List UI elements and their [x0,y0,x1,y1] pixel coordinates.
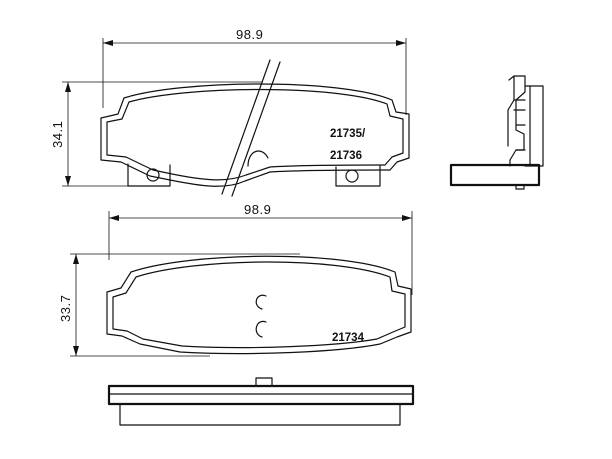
part-number-21736: 21736 [330,150,362,162]
top-pad-part-number: 21735/ 21736 [330,128,366,162]
bottom-pad-part-number: 21734 [332,332,365,344]
part-number-21735: 21735/ [330,128,366,140]
bottom-pad-height-dimension: 33.7 [58,253,300,357]
bottom-pad-height-label: 33.7 [58,295,73,322]
top-pad-outline [100,83,410,187]
bottom-pad-width-dimension: 98.9 [108,202,413,295]
top-pad-height-label: 34.1 [50,121,65,148]
side-view [449,75,544,190]
bottom-side-view [107,377,415,426]
top-pad-width-dimension: 98.9 [102,27,407,115]
bottom-pad-width-label: 98.9 [244,202,271,217]
section-cut-lines [221,59,281,197]
top-pad-width-label: 98.9 [236,27,263,42]
bottom-pad-outline [106,255,412,355]
part-number-21734: 21734 [332,332,365,344]
